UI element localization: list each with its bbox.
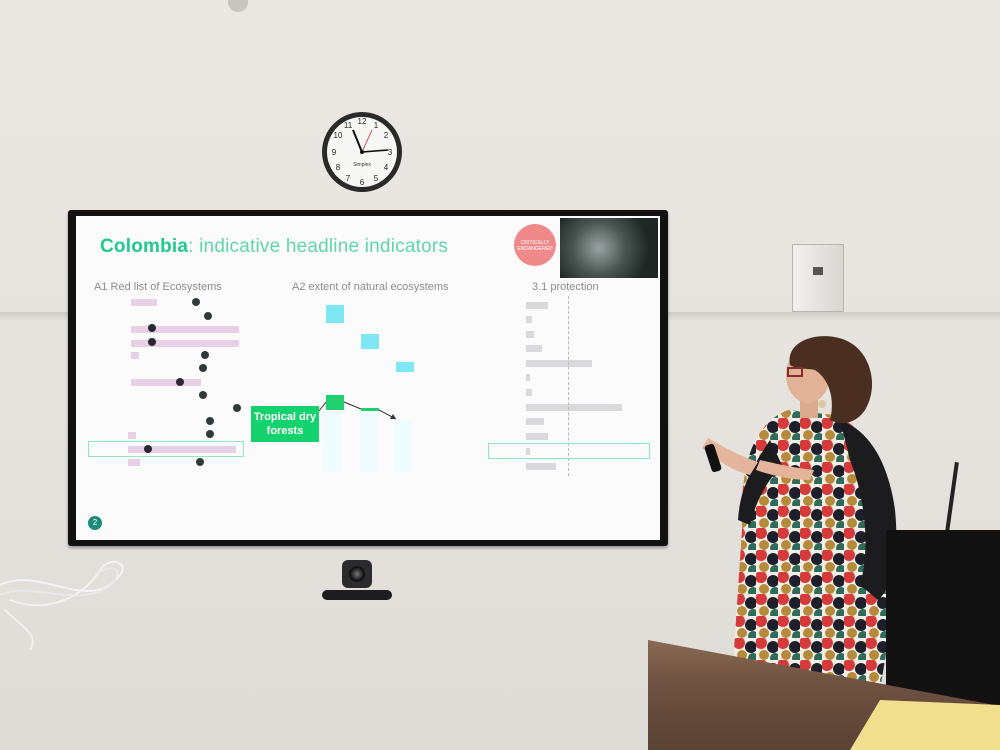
red-list-bar [128, 459, 140, 466]
svg-text:12: 12 [358, 117, 367, 126]
dry-forest-marker [361, 408, 379, 411]
conference-camera [322, 560, 392, 604]
red-list-dot [199, 364, 207, 372]
red-list-bar [131, 340, 239, 347]
svg-text:2: 2 [384, 131, 389, 140]
red-list-bar [128, 432, 136, 439]
red-list-dot [148, 338, 156, 346]
subheading-3-1: 3.1 protection [532, 281, 599, 293]
svg-text:7: 7 [346, 174, 351, 183]
svg-text:11: 11 [344, 121, 353, 130]
badge-text: CRITICALLY ENDANGERED [517, 240, 553, 252]
svg-text:3: 3 [388, 148, 393, 157]
red-list-bar [131, 379, 201, 386]
red-list-dot [204, 312, 212, 320]
protection-bar [526, 418, 544, 425]
red-list-bar [128, 446, 236, 453]
red-list-bar [131, 326, 239, 333]
critically-endangered-badge: CRITICALLY ENDANGERED [514, 224, 556, 266]
svg-text:5: 5 [374, 174, 379, 183]
red-list-dot [199, 391, 207, 399]
cables [0, 560, 124, 651]
red-list-dot [176, 378, 184, 386]
red-list-dot [206, 430, 214, 438]
protection-bar [526, 389, 532, 396]
protection-bar [526, 463, 556, 470]
red-list-dot [201, 351, 209, 359]
red-list-dot [206, 417, 214, 425]
protection-bar [526, 345, 542, 352]
red-list-dot [233, 404, 241, 412]
presentation-logo-icon: 2 [88, 516, 102, 530]
red-list-dot [144, 445, 152, 453]
svg-text:10: 10 [334, 131, 343, 140]
svg-text:8: 8 [336, 163, 341, 172]
red-list-dot [196, 458, 204, 466]
red-list-dot [192, 298, 200, 306]
clock-brand: Simplex [353, 162, 371, 168]
tv-display: Colombia: indicative headline indicators… [68, 210, 668, 546]
svg-text:9: 9 [332, 148, 337, 157]
extent-marker [396, 362, 414, 372]
presentation-slide: Colombia: indicative headline indicators… [76, 216, 660, 540]
red-list-bar [131, 352, 139, 359]
subheading-a1: A1 Red list of Ecosystems [94, 281, 222, 293]
slide-title-rest: : indicative headline indicators [188, 236, 449, 257]
trend-arrows [318, 401, 397, 420]
extent-marker [361, 334, 379, 349]
camera-lens-icon [349, 566, 365, 582]
camera-base [322, 590, 392, 600]
slide-title-country: Colombia [100, 236, 189, 257]
svg-text:6: 6 [360, 178, 365, 187]
subheading-a2: A2 extent of natural ecosystems [292, 281, 449, 293]
extent-ghost-bar [360, 412, 378, 472]
highlight-row-a1 [88, 441, 244, 457]
presenter [702, 336, 897, 690]
protection-target-line [568, 296, 569, 476]
protection-bar [526, 448, 530, 455]
protection-bar [526, 302, 548, 309]
forest-photo [560, 218, 658, 278]
highlight-row-protection [488, 443, 650, 459]
protection-bar [526, 433, 548, 440]
slide-title: Colombia: indicative headline indicators [100, 236, 448, 258]
extent-ghost-bar [323, 412, 341, 472]
red-list-dot [148, 324, 156, 332]
speaker-logo [813, 267, 823, 275]
wall-speaker [792, 244, 844, 312]
svg-text:1: 1 [374, 121, 379, 130]
tropical-dry-forests-callout: Tropical dry forests [251, 406, 319, 442]
svg-text:4: 4 [384, 163, 389, 172]
dry-forest-marker [326, 395, 344, 410]
protection-bar [526, 360, 592, 367]
extent-marker [326, 305, 344, 323]
protection-bar [526, 374, 530, 381]
red-list-bar [131, 299, 157, 306]
protection-bar [526, 316, 532, 323]
protection-bar [526, 404, 622, 411]
extent-ghost-bar [394, 420, 412, 472]
protection-bar [526, 331, 534, 338]
ceiling-light [228, 0, 248, 12]
